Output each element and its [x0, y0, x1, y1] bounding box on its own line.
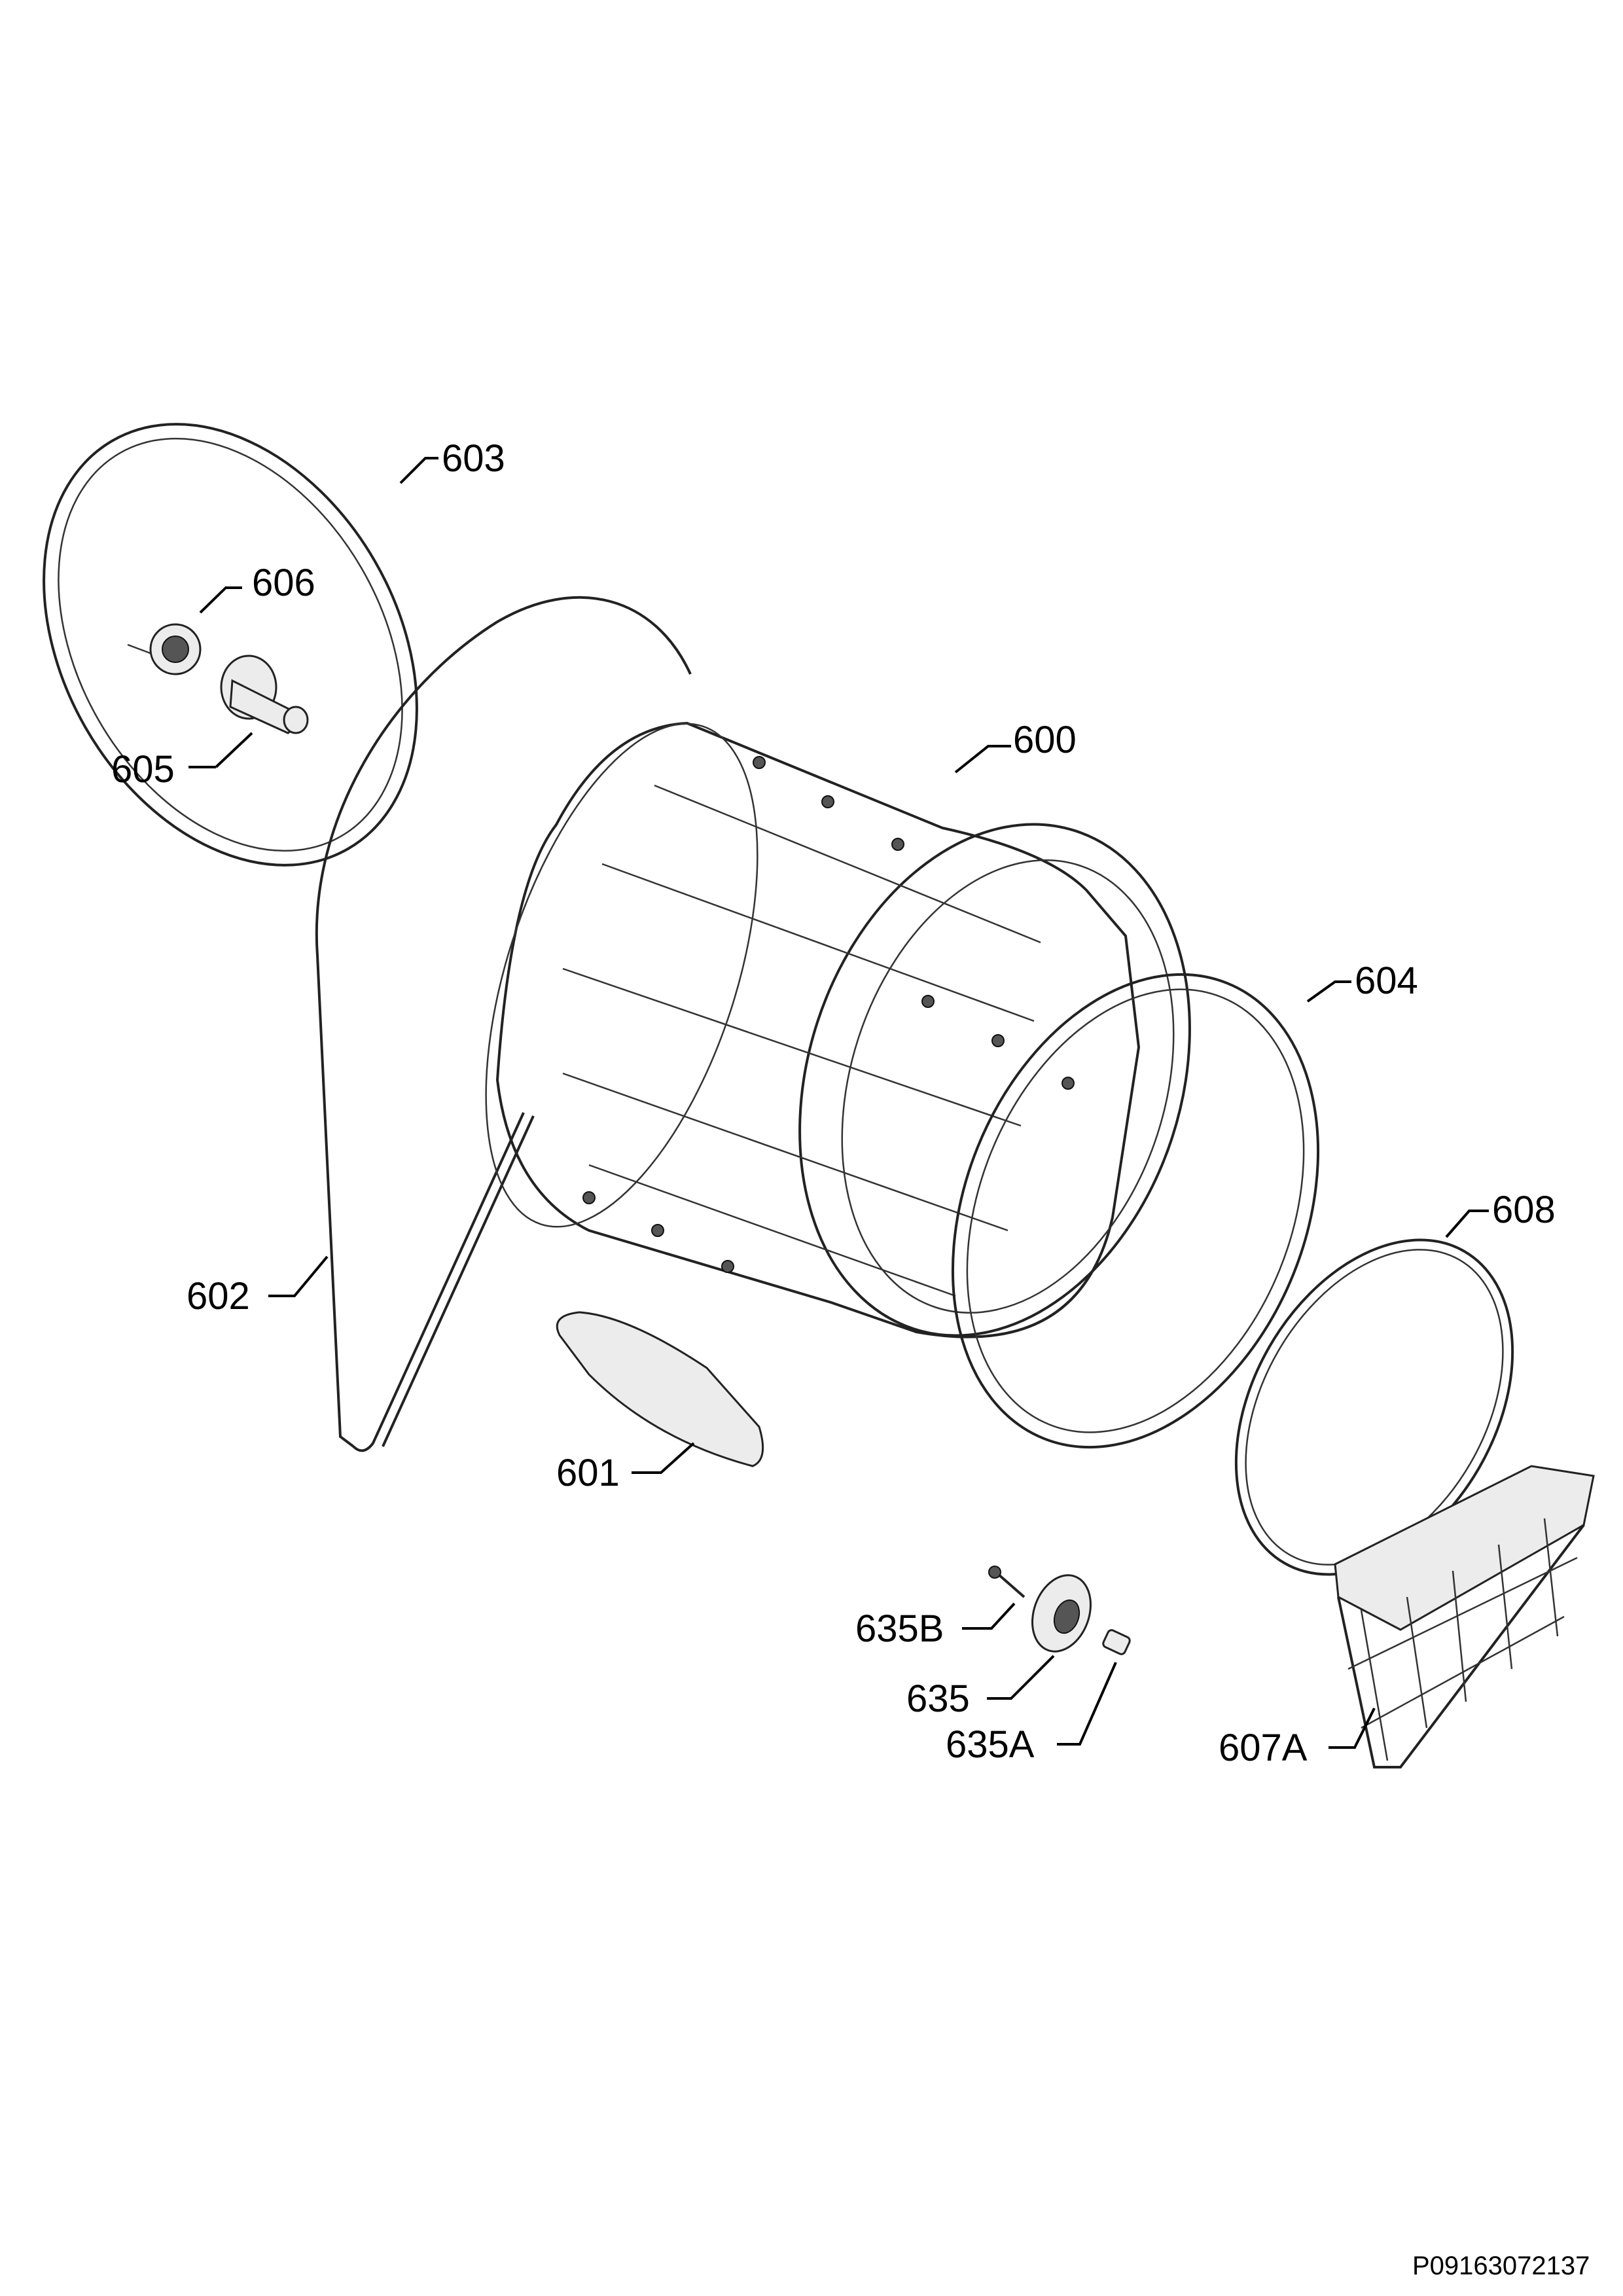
drum-roller-part — [988, 1566, 1131, 1655]
label-604: 604 — [1355, 960, 1418, 1002]
rear-panel-seal-ring — [43, 423, 418, 867]
label-607A: 607A — [1219, 1727, 1308, 1769]
leader-635B — [962, 1602, 1016, 1630]
label-605: 605 — [111, 748, 175, 791]
label-608: 608 — [1492, 1189, 1556, 1231]
leader-604 — [1306, 980, 1351, 1003]
filter-seal-ring — [1234, 1238, 1514, 1576]
leader-635 — [987, 1655, 1055, 1700]
drum-part — [485, 721, 1191, 1338]
label-606: 606 — [252, 562, 315, 604]
label-635B: 635B — [855, 1607, 944, 1650]
document-code: P09163072137 — [1412, 2251, 1590, 2280]
label-635: 635 — [906, 1677, 970, 1720]
leader-601 — [632, 1442, 695, 1474]
drum-lifter-part — [556, 1311, 764, 1467]
leader-600 — [954, 745, 1011, 774]
leader-635A — [1057, 1662, 1117, 1746]
front-drum-seal-ring — [951, 973, 1320, 1449]
label-635A: 635A — [946, 1723, 1035, 1766]
leader-605 — [188, 732, 253, 768]
label-602: 602 — [187, 1275, 250, 1318]
drum-shaft-part — [220, 655, 309, 734]
label-603: 603 — [442, 437, 505, 480]
label-600: 600 — [1013, 719, 1077, 761]
leader-607A — [1329, 1708, 1376, 1749]
lint-filter-part — [1334, 1465, 1595, 1768]
leader-602 — [268, 1255, 329, 1297]
leader-603 — [399, 457, 438, 484]
leader-606 — [199, 586, 242, 614]
leader-608 — [1445, 1210, 1489, 1238]
shaft-bearing-part — [127, 623, 202, 675]
drive-belt-part — [315, 596, 692, 1452]
label-601: 601 — [556, 1452, 620, 1494]
